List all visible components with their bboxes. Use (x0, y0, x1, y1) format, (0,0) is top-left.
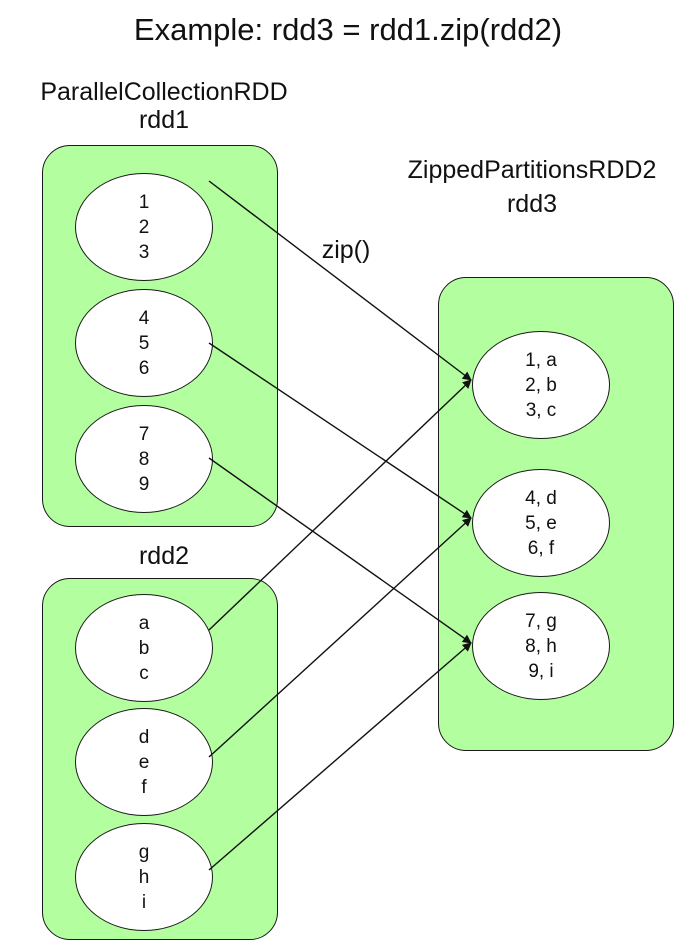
partition-value: 4 (138, 307, 150, 329)
arrow-rdd2-p3-to-rdd3-p3 (208, 642, 472, 871)
partition-value: 3, c (525, 399, 557, 421)
partition-value: 7 (138, 423, 150, 445)
zip-operation-label: zip() (321, 236, 371, 264)
partition-value: 7, g (525, 610, 557, 632)
arrow-rdd2-p2-to-rdd3-p2 (208, 517, 472, 758)
partition-value: e (138, 751, 150, 773)
partition-value: 4, d (525, 487, 557, 509)
rdd3-type-label: ZippedPartitionsRDD2 (407, 156, 657, 184)
rdd1-type-label: ParallelCollectionRDD (40, 78, 288, 106)
rdd1-name-label: rdd1 (138, 106, 190, 134)
rdd3-name-label: rdd3 (506, 190, 558, 218)
rdd2-partition-1: a b c (75, 594, 213, 702)
partition-value: 9 (138, 473, 150, 495)
diagram-title: Example: rdd3 = rdd1.zip(rdd2) (133, 12, 563, 47)
rdd3-container: 1, a 2, b 3, c 4, d 5, e 6, f 7, g 8, h … (438, 277, 674, 751)
partition-value: g (138, 841, 150, 863)
partition-value: 6, f (527, 537, 555, 559)
partition-value: 2, b (525, 374, 557, 396)
partition-value: i (141, 891, 147, 913)
arrow-rdd1-p3-to-rdd3-p3 (208, 457, 472, 644)
partition-value: 5, e (525, 512, 557, 534)
rdd1-partition-1: 1 2 3 (75, 173, 213, 281)
rdd1-container: 1 2 3 4 5 6 7 8 9 (42, 145, 278, 527)
partition-value: 8 (138, 448, 150, 470)
partition-value: d (138, 726, 150, 748)
partition-value: c (139, 662, 149, 684)
arrow-rdd2-p1-to-rdd3-p1 (208, 379, 472, 631)
partition-value: 8, h (525, 635, 557, 657)
rdd3-partition-1: 1, a 2, b 3, c (472, 331, 610, 439)
rdd1-partition-3: 7 8 9 (75, 405, 213, 513)
partition-value: 5 (138, 332, 150, 354)
partition-value: f (141, 776, 147, 798)
partition-value: 1, a (525, 349, 557, 371)
partition-value: b (138, 637, 150, 659)
rdd3-partition-2: 4, d 5, e 6, f (472, 469, 610, 577)
partition-value: 3 (138, 241, 150, 263)
rdd2-container: a b c d e f g h i (42, 578, 278, 940)
arrow-rdd1-p1-to-rdd3-p1 (208, 180, 472, 381)
partition-value: 6 (138, 357, 150, 379)
partition-value: a (138, 612, 150, 634)
rdd2-name-label: rdd2 (138, 542, 190, 570)
partition-value: 2 (138, 216, 150, 238)
partition-value: 9, i (528, 660, 554, 682)
rdd1-partition-2: 4 5 6 (75, 289, 213, 397)
partition-value: 1 (138, 191, 150, 213)
partition-value: h (138, 866, 150, 888)
rdd2-partition-3: g h i (75, 823, 213, 931)
rdd2-partition-2: d e f (75, 708, 213, 816)
arrow-rdd1-p2-to-rdd3-p2 (208, 342, 472, 519)
rdd3-partition-3: 7, g 8, h 9, i (472, 592, 610, 700)
